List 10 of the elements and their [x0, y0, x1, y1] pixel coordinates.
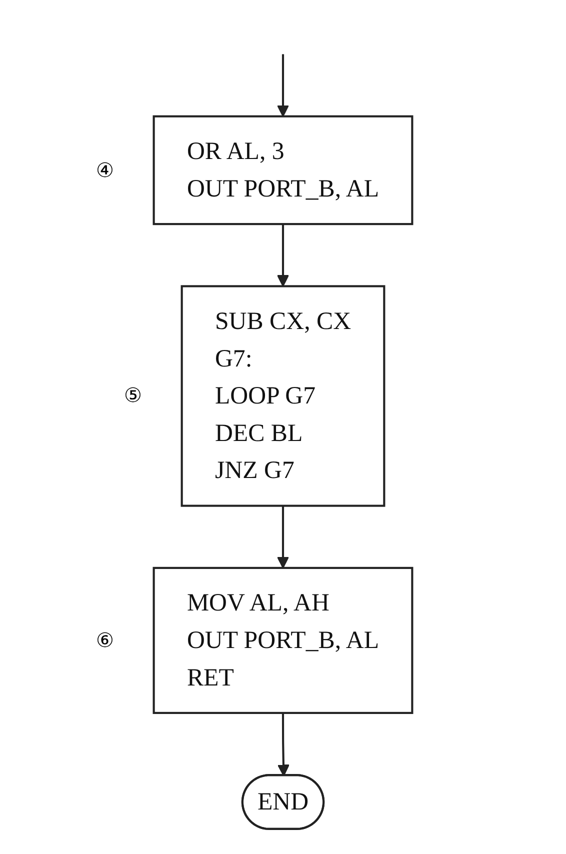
arrow [277, 712, 290, 776]
callout-number: ④ [96, 158, 114, 183]
node-box [180, 285, 386, 507]
node-box [152, 115, 414, 226]
arrow [276, 224, 290, 287]
callout-number: ⑤ [124, 384, 142, 408]
arrow [276, 506, 290, 568]
node-box [152, 566, 414, 714]
callout-number: ⑥ [96, 628, 114, 653]
arrow [276, 54, 290, 117]
